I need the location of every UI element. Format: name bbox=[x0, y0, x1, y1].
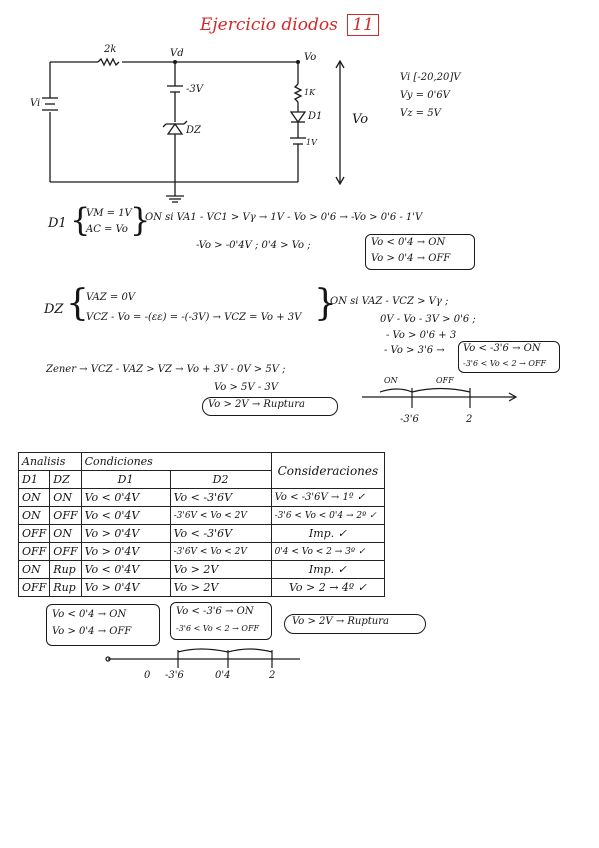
sub-cond-d2: D2 bbox=[169, 470, 272, 489]
analysis-table: Analisis Condiciones Consideraciones D1 … bbox=[17, 452, 386, 597]
zener-box-text: Vo > 2V → Ruptura bbox=[208, 399, 305, 410]
zener-line2: Vo > 5V - 3V bbox=[214, 382, 278, 393]
d1-result: -Vo > -0'4V ; 0'4 > Vo ; bbox=[196, 240, 311, 251]
dz-cond: ON si VAZ - VCZ > Vγ ; bbox=[330, 296, 449, 307]
d1-box-off: Vo > 0'4 → OFF bbox=[371, 253, 451, 264]
d1-cond: ON si VA1 - VC1 > Vγ → 1V - Vo > 0'6 → -… bbox=[145, 212, 423, 223]
label-vo-out: Vo bbox=[352, 112, 369, 127]
nl-top-tick1: -3'6 bbox=[400, 414, 419, 425]
numberline-bottom bbox=[105, 648, 300, 668]
dz-result-box bbox=[458, 341, 560, 373]
given-vi: Vi [-20,20]V bbox=[400, 72, 461, 83]
summary-dz-on: Vo < -3'6 → ON bbox=[176, 606, 254, 617]
dz-label: DZ bbox=[44, 302, 64, 317]
label-r2: 1K bbox=[304, 88, 316, 97]
table-header-row: Analisis Condiciones Consideraciones bbox=[18, 452, 386, 489]
zener-line1: Zener → VCZ - VAZ > VZ → Vo + 3V - 0V > … bbox=[46, 364, 286, 375]
header-condiciones: Condiciones bbox=[80, 452, 272, 471]
label-vo-top: Vo bbox=[304, 52, 317, 63]
dz-step3: - Vo > 3'6 → bbox=[384, 345, 445, 356]
dz-step1: 0V - Vo - 3V > 0'6 ; bbox=[380, 314, 476, 325]
summary-d1-off: Vo > 0'4 → OFF bbox=[52, 626, 132, 637]
sub-dz: DZ bbox=[49, 470, 82, 489]
dz-brace-close: } bbox=[314, 283, 337, 324]
nl-top-off: OFF bbox=[436, 376, 454, 385]
label-r1: 2k bbox=[104, 44, 117, 55]
given-vz: Vz = 5V bbox=[400, 108, 441, 119]
summary-d1-box bbox=[46, 604, 160, 646]
summary-dz-box bbox=[170, 602, 272, 640]
summary-dz-off: -3'6 < Vo < 2 → OFF bbox=[176, 624, 260, 633]
d1-box-on: Vo < 0'4 → ON bbox=[371, 237, 446, 248]
table-subheader-row: D1 DZ D1 D2 bbox=[17, 470, 385, 489]
title-number-box: 11 bbox=[347, 14, 379, 36]
d1-ac: AC = Vo bbox=[86, 224, 128, 235]
given-vy: Vy = 0'6V bbox=[400, 90, 450, 101]
label-d1-source: 1V bbox=[306, 138, 317, 147]
d1-brace: { bbox=[70, 201, 91, 239]
dz-brace: { bbox=[66, 283, 89, 324]
nl-top-tick2: 2 bbox=[466, 414, 473, 425]
sub-cond-d1: D1 bbox=[80, 470, 171, 489]
title-prefix: Ejercicio diodos bbox=[200, 15, 338, 35]
summary-rup-box bbox=[284, 614, 426, 634]
d1-brace-close: } bbox=[130, 201, 151, 239]
summary-d1-on: Vo < 0'4 → ON bbox=[52, 609, 127, 620]
label-d1: D1 bbox=[308, 111, 323, 122]
numberline-top bbox=[362, 387, 518, 408]
dz-vcz: VCZ - Vo = -(εε) = -(-3V) → VCZ = Vo + 3… bbox=[86, 312, 302, 323]
dz-box-on: Vo < -3'6 → ON bbox=[463, 343, 541, 354]
nl-bottom-t3: 2 bbox=[269, 670, 276, 681]
dz-box-off: -3'6 < Vo < 2 → OFF bbox=[463, 359, 547, 368]
nl-bottom-t0: 0 bbox=[144, 670, 151, 681]
label-vd: Vd bbox=[170, 48, 184, 59]
summary-rup: Vo > 2V → Ruptura bbox=[292, 616, 389, 627]
d1-vm: VM = 1V bbox=[86, 208, 132, 219]
sub-d1: D1 bbox=[17, 470, 51, 489]
header-analisis: Analisis bbox=[18, 452, 82, 471]
d1-result-box bbox=[365, 234, 475, 270]
nl-top-on: ON bbox=[384, 376, 398, 385]
dz-step2: - Vo > 0'6 + 3 bbox=[386, 330, 457, 341]
nl-bottom-t1: -3'6 bbox=[165, 670, 184, 681]
dz-vaz: VAZ = 0V bbox=[86, 292, 136, 303]
zener-box bbox=[202, 397, 338, 416]
label-zener-source: -3V bbox=[186, 84, 203, 95]
d1-label: D1 bbox=[48, 216, 67, 231]
header-consideraciones: Consideraciones bbox=[270, 452, 386, 489]
page-title: Ejercicio diodos 11 bbox=[200, 14, 379, 36]
nl-bottom-t2: 0'4 bbox=[215, 670, 231, 681]
label-dz: DZ bbox=[186, 125, 201, 136]
label-vi: Vi bbox=[30, 98, 41, 109]
resistor-2k bbox=[97, 57, 120, 67]
